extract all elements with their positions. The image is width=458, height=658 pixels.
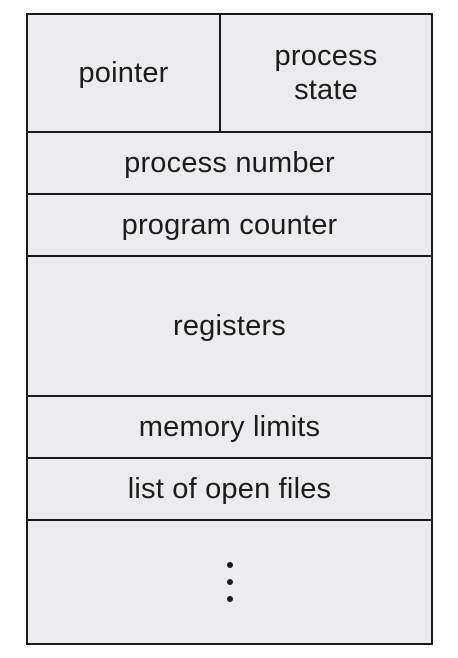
pcb-row-continuation — [28, 519, 431, 643]
ellipsis-dot — [226, 562, 233, 568]
process-state-cell: process state — [221, 15, 431, 131]
process-state-label: process state — [274, 39, 378, 106]
program-counter-label: program counter — [121, 208, 338, 241]
pcb-row-pointer-state: pointer process state — [28, 15, 431, 131]
process-number-label: process number — [124, 146, 335, 179]
pcb-row-memory-limits: memory limits — [28, 395, 431, 457]
pcb-row-open-files: list of open files — [28, 457, 431, 519]
pcb-row-registers: registers — [28, 255, 431, 395]
vertical-ellipsis-icon — [226, 562, 233, 602]
pointer-cell: pointer — [28, 15, 221, 131]
ellipsis-dot — [226, 596, 233, 602]
pcb-row-program-counter: program counter — [28, 193, 431, 255]
registers-label: registers — [173, 309, 286, 342]
pcb-row-process-number: process number — [28, 131, 431, 193]
ellipsis-dot — [226, 579, 233, 585]
pointer-label: pointer — [78, 56, 169, 89]
process-control-block: pointer process state process number pro… — [26, 13, 433, 645]
open-files-label: list of open files — [127, 472, 332, 505]
memory-limits-label: memory limits — [138, 410, 321, 443]
